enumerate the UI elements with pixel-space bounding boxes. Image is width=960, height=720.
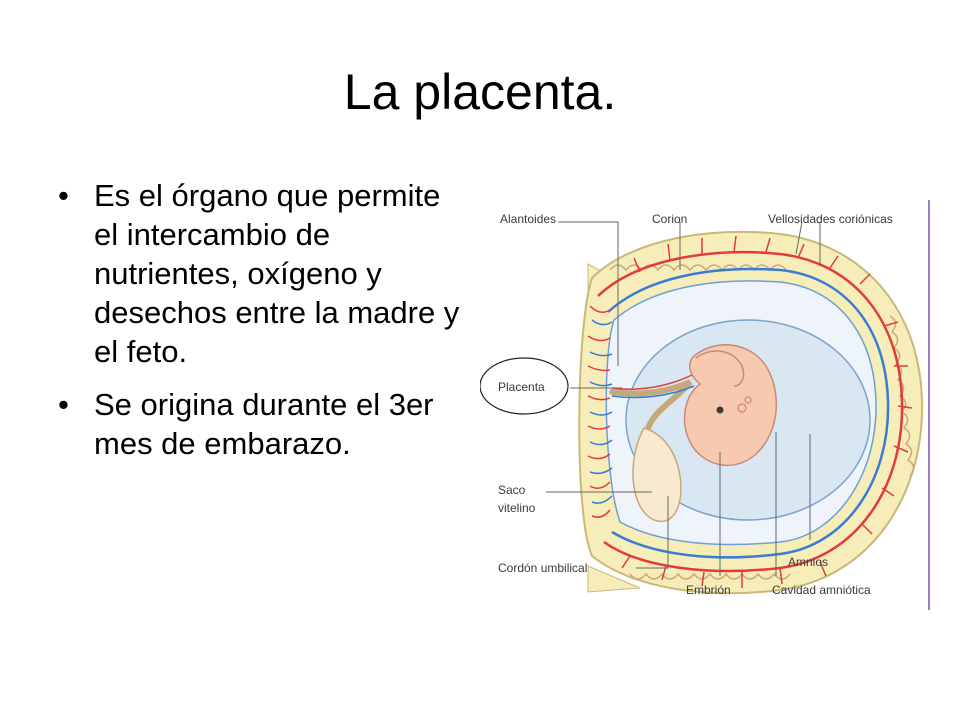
placenta-highlight — [480, 357, 569, 415]
label-vitelino: vitelino — [498, 501, 536, 515]
label-corion: Corion — [652, 212, 687, 226]
leader-lines — [546, 221, 821, 576]
label-alantoides: Alantoides — [500, 212, 556, 226]
label-cavidad: Cavidad amniótica — [772, 583, 871, 597]
label-placenta: Placenta — [498, 380, 545, 394]
label-cordon: Cordón umbilical — [498, 561, 587, 575]
bullet-text: Se origina durante el 3er mes de embaraz… — [94, 387, 434, 461]
umbilical-vessel-red — [611, 373, 695, 390]
embryo-eye — [716, 406, 724, 414]
slide-title: La placenta. — [343, 64, 617, 120]
bullet-item: • Se origina durante el 3er mes de embar… — [56, 385, 466, 463]
artery-branches — [621, 235, 913, 588]
placenta-villi — [587, 305, 611, 518]
placenta-diagram: Alantoides Corion Vellosidades coriónica… — [480, 200, 930, 610]
yolk-sac — [632, 427, 682, 523]
bullet-text: Es el órgano que permite el intercambio … — [94, 178, 460, 369]
label-vellosidades: Vellosidades coriónicas — [768, 212, 893, 226]
embryo-limb-bud — [744, 396, 752, 404]
label-amnios: Amnios — [788, 555, 828, 569]
bullet-dot: • — [58, 178, 69, 213]
placenta-veins — [589, 319, 613, 504]
bullet-item: • Es el órgano que permite el intercambi… — [56, 176, 466, 371]
embryo-tail — [695, 350, 745, 387]
bullet-list: • Es el órgano que permite el intercambi… — [56, 176, 466, 477]
vein-ring — [607, 267, 890, 559]
umbilical-vessel-blue — [611, 385, 695, 399]
artery-ring — [597, 250, 904, 573]
embryo — [683, 344, 778, 467]
label-embrion: Embrión — [686, 583, 731, 597]
uterine-tissue-bottom — [587, 565, 641, 593]
bullet-dot: • — [58, 387, 69, 422]
embryo-limb-bud — [737, 403, 747, 413]
label-saco: Saco — [498, 483, 526, 497]
